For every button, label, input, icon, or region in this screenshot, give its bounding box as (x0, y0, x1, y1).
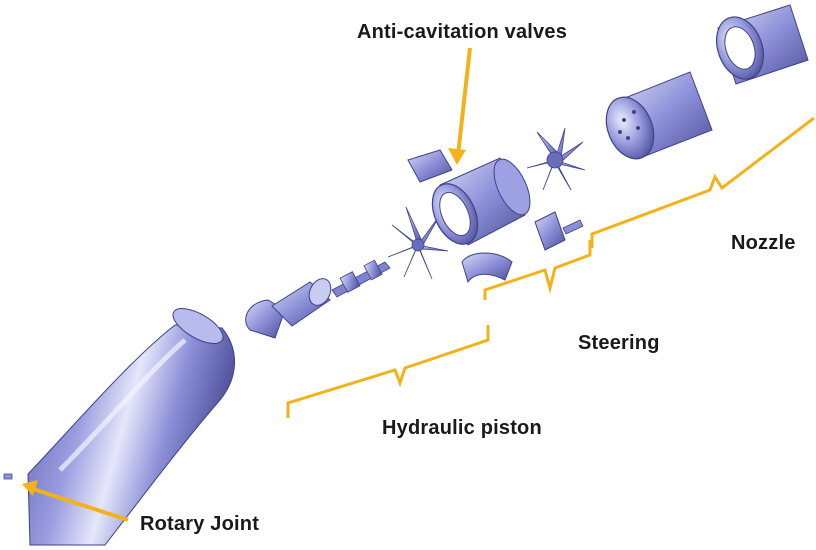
arrow-anti-cavitation (448, 47, 472, 165)
steering-fan (526, 127, 586, 191)
steering-label: Steering (578, 332, 660, 354)
piston-cylinder (271, 278, 332, 327)
valve-housing (431, 157, 531, 246)
rotary-joint-pipe (27, 308, 235, 546)
arrow-rotary-joint (22, 480, 129, 522)
hydraulic-piston-label: Hydraulic piston (382, 417, 542, 439)
bracket-hydraulic-piston (286, 325, 490, 418)
valve-shell-top (407, 149, 453, 183)
piston-rod (331, 259, 391, 298)
impeller-left (387, 206, 449, 280)
bracket-steering (483, 240, 592, 300)
bracket-nozzle (590, 116, 815, 248)
nozzle-label: Nozzle (731, 232, 796, 254)
anti-cavitation-valves-label: Anti-cavitation valves (357, 21, 568, 43)
nozzle-outer-ring (716, 4, 809, 85)
steering-side-piece (534, 211, 584, 251)
nozzle-inner-cylinder (605, 71, 713, 160)
rotary-joint-tip (3, 473, 13, 480)
rotary-joint-label: Rotary Joint (140, 513, 260, 535)
valve-shell-bottom (461, 252, 513, 284)
